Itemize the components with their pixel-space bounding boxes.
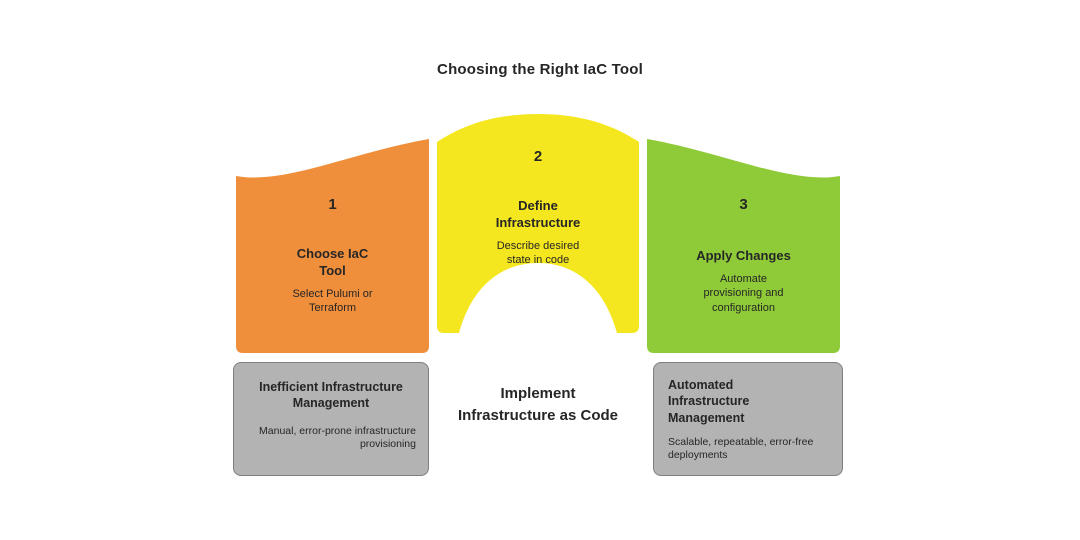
outcome-inefficient-title: Inefficient Infrastructure Management	[259, 380, 403, 411]
step2-number: 2	[533, 148, 543, 165]
step3-number: 3	[739, 196, 748, 213]
step1-shape	[236, 139, 429, 353]
step1-shape-path	[236, 139, 429, 353]
step1-number: 1	[328, 196, 337, 213]
step3-shape-path	[647, 139, 840, 353]
outcome-automated-subtitle: Scalable, repeatable, error-free deploym…	[668, 435, 814, 462]
step2-shape-path	[437, 114, 639, 333]
step3-shape	[647, 139, 840, 353]
step1-subtitle: Select Pulumi or Terraform	[292, 288, 373, 315]
step3-subtitle: Automate provisioning and configuration	[703, 273, 784, 314]
step1-title: Choose IaC Tool	[296, 246, 369, 278]
outcome-box-inefficient: Inefficient Infrastructure Management Ma…	[233, 362, 429, 476]
outcome-inefficient-subtitle: Manual, error-prone infrastructure provi…	[259, 424, 416, 451]
step3-title: Apply Changes	[696, 248, 791, 263]
step2-title: Define Infrastructure	[495, 198, 581, 230]
step2-shape	[437, 114, 639, 333]
step2-subtitle: Describe desired state in code	[496, 240, 580, 267]
outcome-box-automated: Automated Infrastructure Management Scal…	[653, 362, 843, 476]
center-caption: Implement Infrastructure as Code	[457, 385, 619, 424]
diagram-title: Choosing the Right IaC Tool	[437, 61, 643, 78]
outcome-automated-title: Automated Infrastructure Management	[668, 378, 750, 425]
